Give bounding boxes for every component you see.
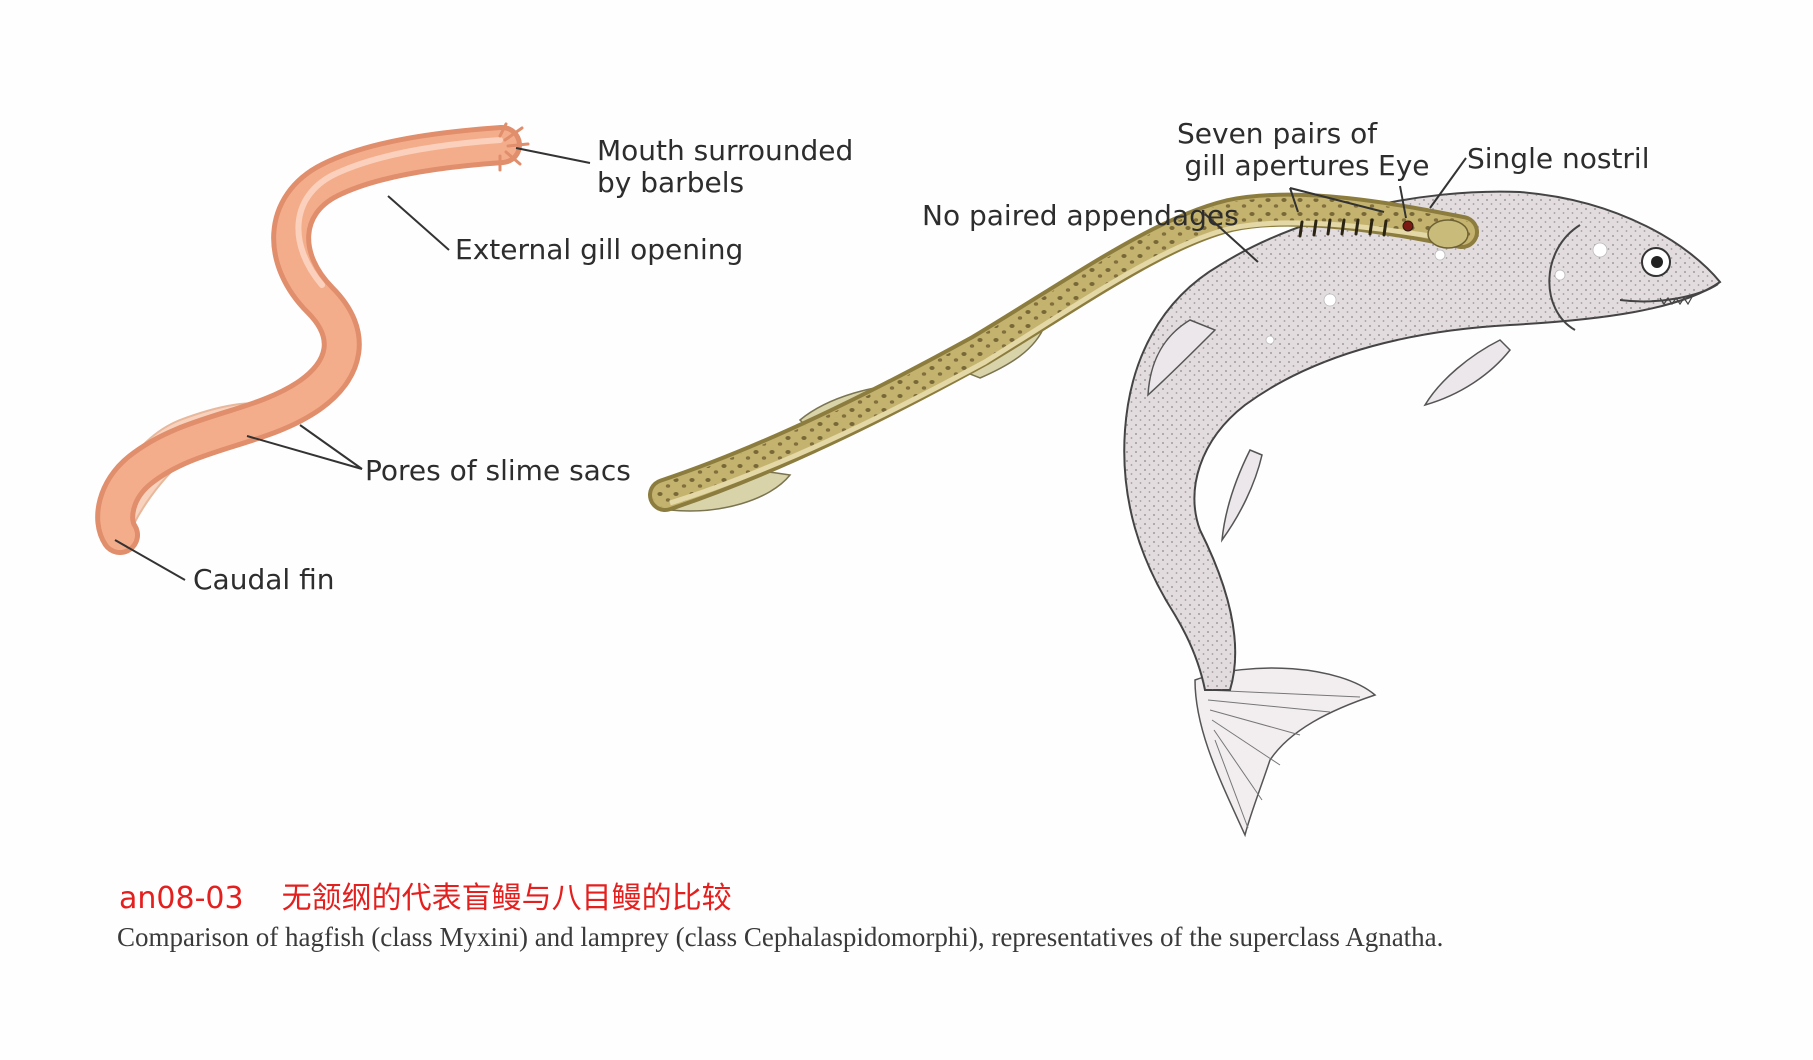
caption-code-line: an08-03 无颔纲的代表盲鳗与八目鳗的比较 — [119, 873, 732, 917]
label-eye: Eye — [1378, 149, 1430, 182]
hagfish — [95, 122, 591, 581]
host-jaw — [1619, 283, 1719, 303]
host-fish — [1123, 190, 1722, 838]
host-pectoral-fin — [1423, 339, 1512, 407]
caption-code: an08-03 — [119, 881, 244, 916]
label-mouth: Mouth surrounded by barbels — [597, 134, 854, 199]
host-dorsal-fin — [1147, 319, 1217, 397]
lamprey-leaders — [1204, 157, 1467, 263]
caption-chinese: 无颔纲的代表盲鳗与八目鳗的比较 — [281, 881, 732, 916]
host-gill-cover — [1548, 224, 1581, 331]
lamprey-gill-apertures — [1298, 218, 1388, 238]
label-external-gill-opening: External gill opening — [455, 233, 744, 266]
hagfish-leaders — [114, 147, 591, 581]
label-pores-of-slime-sacs: Pores of slime sacs — [365, 454, 631, 487]
label-caudal-fin: Caudal fin — [193, 563, 335, 596]
lamprey — [648, 157, 1479, 512]
label-no-paired-appendages: No paired appendages — [922, 199, 1239, 232]
label-gill-apertures: Seven pairs of gill apertures — [1177, 117, 1378, 182]
host-tail-fin — [1194, 667, 1377, 838]
lamprey-oral-disc — [1427, 219, 1469, 249]
label-single-nostril: Single nostril — [1467, 142, 1650, 175]
caption-english: Comparison of hagfish (class Myxini) and… — [117, 922, 1444, 952]
lamprey-eye — [1402, 220, 1414, 232]
hagfish-barbels — [498, 122, 530, 172]
host-tail-rays — [1204, 689, 1361, 829]
host-pelvic-fin — [1220, 449, 1263, 543]
